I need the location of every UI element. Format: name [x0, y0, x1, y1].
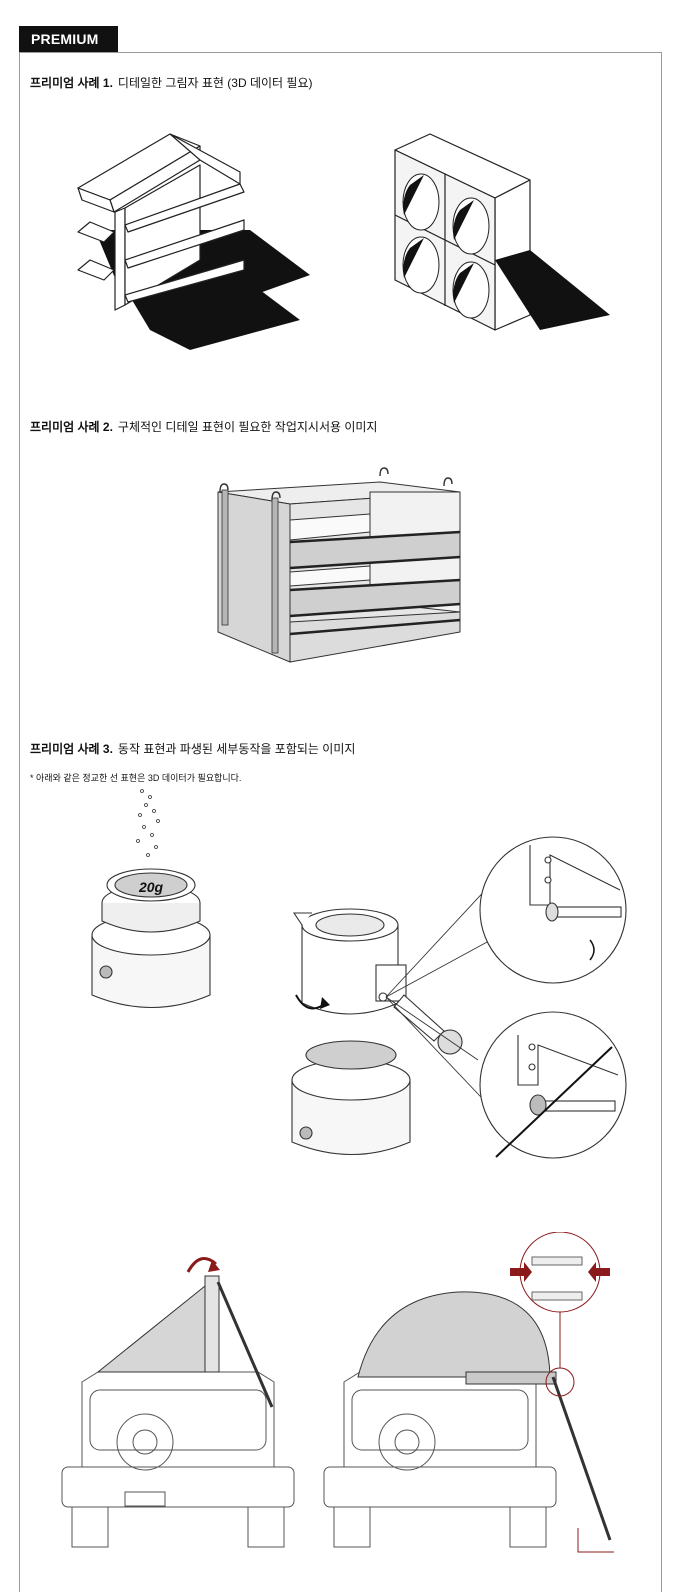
section-3-note: * 아래와 같은 정교한 선 표현은 3D 데이터가 필요합니다. [30, 773, 242, 783]
premium-badge: PREMIUM [19, 26, 118, 53]
shelf-shadow-illustration [77, 133, 610, 350]
section-3-heading: 프리미엄 사례 3. 동작 표현과 파생된 세부동작을 포함되는 이미지 [30, 740, 355, 757]
section-2-label: 프리미엄 사례 2. [30, 420, 113, 434]
section-3-desc: 동작 표현과 파생된 세부동작을 포함되는 이미지 [117, 742, 356, 756]
content-frame [19, 52, 662, 1592]
roof-tent-car-illustration [61, 1232, 614, 1553]
section-1-desc: 디테일한 그림자 표현 (3D 데이터 필요) [117, 76, 313, 90]
section-1-heading: 프리미엄 사례 1. 디테일한 그림자 표현 (3D 데이터 필요) [30, 74, 313, 91]
section-2-desc: 구체적인 디테일 표현이 필요한 작업지시서용 이미지 [117, 420, 378, 434]
storage-box-illustration [217, 467, 461, 663]
weight-label: 20g [138, 879, 164, 895]
section-1-label: 프리미엄 사례 1. [30, 76, 113, 90]
section-2-heading: 프리미엄 사례 2. 구체적인 디테일 표현이 필요한 작업지시서용 이미지 [30, 418, 377, 435]
grinder-motion-illustration: 20g [91, 789, 627, 1159]
section-3-label: 프리미엄 사례 3. [30, 742, 113, 756]
